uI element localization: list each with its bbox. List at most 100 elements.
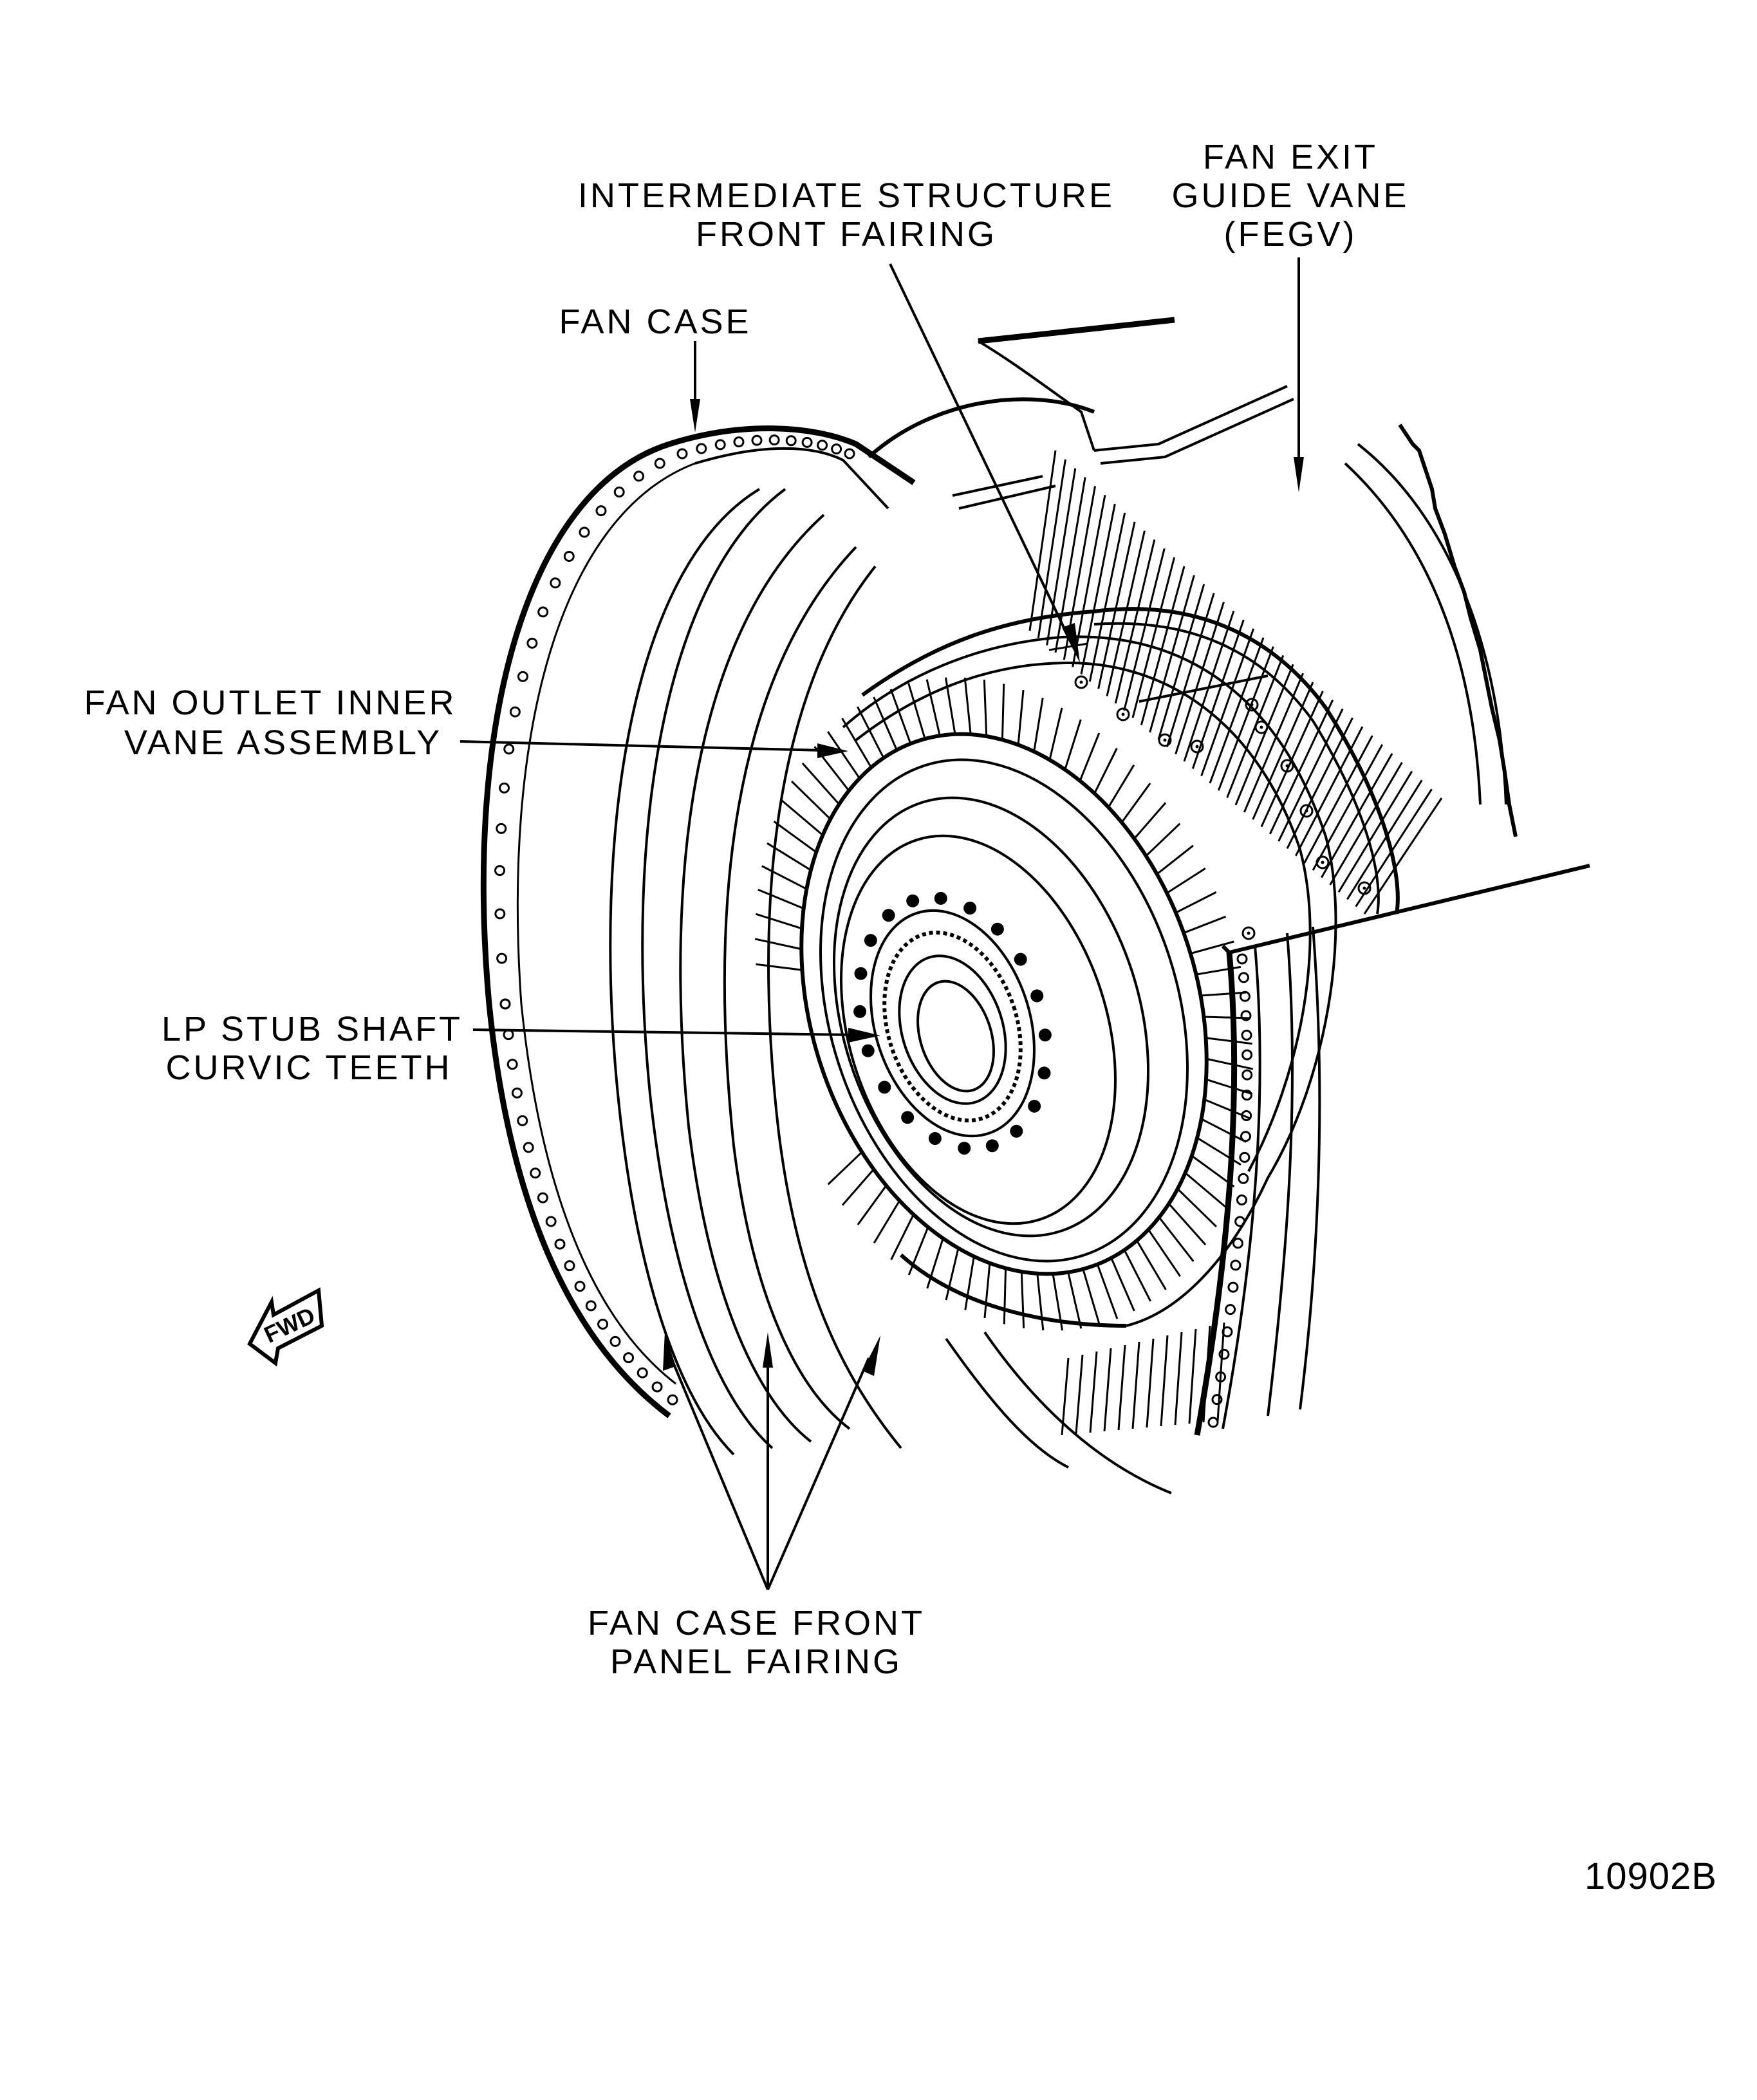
fairing-bolt — [1158, 733, 1172, 747]
bolt-hole — [801, 436, 813, 448]
inner-vane — [1166, 868, 1206, 894]
bolt-hole — [1232, 1238, 1243, 1249]
forward-arrow-icon: FWD — [247, 1287, 324, 1367]
fegv-vane — [1303, 735, 1373, 864]
fairing-bolt — [1190, 739, 1204, 754]
curvic-bolt — [1028, 1099, 1041, 1113]
bolt-hole — [517, 1115, 528, 1126]
fegv-outer-serrated-edge — [1398, 423, 1518, 837]
fairing-bolt-center — [1321, 860, 1325, 864]
curvic-bolt — [1030, 989, 1044, 1003]
bolt-hole — [637, 1367, 648, 1379]
bolt-hole — [537, 606, 549, 618]
bolt-hole — [714, 439, 726, 451]
bolt-hole — [1239, 1151, 1250, 1163]
fegv-vane — [1252, 682, 1314, 820]
lower-vane — [1117, 1344, 1126, 1431]
engine-illustration — [480, 317, 1590, 1494]
bolt-hole — [768, 434, 780, 446]
inner-vane — [827, 1151, 863, 1185]
bolt-hole — [1238, 1173, 1249, 1184]
inner-vane — [1001, 683, 1005, 740]
bolt-hole — [1225, 1304, 1236, 1315]
fegv-vane — [1063, 486, 1097, 660]
fairing-bolt-center — [1362, 886, 1366, 890]
inner-vane — [983, 1263, 991, 1319]
callout-fan-exit-guide-vane: FAN EXIT GUIDE VANE (FEGV) — [1171, 138, 1406, 254]
bolt-hole — [511, 1087, 523, 1099]
fegv-label-line1: FAN EXIT — [1203, 138, 1378, 176]
bolt-hole — [564, 1260, 575, 1272]
fegv-vane — [1114, 539, 1156, 704]
fairing-bolt-center — [1121, 712, 1125, 716]
fairing-bolt — [1357, 881, 1371, 895]
fegv-vane — [1097, 521, 1136, 689]
fegv-vane — [1234, 664, 1294, 806]
inner-vane — [1158, 1216, 1195, 1262]
lpss-label-line1: LP STUB SHAFT — [162, 1010, 463, 1048]
fegv-vane — [1054, 477, 1086, 653]
isff-label-line2: FRONT FAIRING — [696, 215, 997, 254]
bolt-hole — [633, 470, 645, 482]
leader-intermediate-structure — [889, 263, 1080, 663]
bolt-hole — [499, 782, 510, 794]
leader-fan-case — [690, 341, 700, 432]
fegv-vane — [1321, 753, 1393, 878]
inner-vane — [1175, 891, 1217, 914]
fairing-bolt — [1116, 707, 1130, 721]
intermediate-fairing-outer-edge — [1093, 607, 1400, 915]
bolt-hole — [651, 1381, 663, 1393]
fairing-bolt — [1299, 804, 1314, 818]
bolt-hole — [1241, 1110, 1252, 1122]
inner-vane — [1176, 1188, 1218, 1228]
callout-lp-stub-shaft-curvic-teeth: LP STUB SHAFT CURVIC TEETH — [162, 1010, 463, 1087]
bolt-hole — [595, 505, 607, 517]
lower-vane — [1216, 1322, 1225, 1422]
curvic-bolt — [1010, 1124, 1023, 1138]
inner-vane — [1190, 940, 1234, 955]
lower-vane — [1202, 1325, 1211, 1423]
bolt-hole — [613, 487, 625, 498]
foiva-label-line2: VANE ASSEMBLY — [124, 723, 442, 762]
bolt-hole — [509, 706, 521, 718]
bolt-hole — [817, 440, 828, 451]
fegv-label-line3: (FEGV) — [1224, 215, 1357, 254]
fairing-bolt — [1241, 926, 1256, 940]
fan-case-flange-outer — [480, 441, 671, 1418]
fan-case-flange-inner — [516, 462, 696, 1385]
fegv-vane — [1337, 770, 1413, 893]
inner-vane — [889, 689, 912, 744]
callout-fan-case-front-panel-fairing: FAN CASE FRONT PANEL FAIRING — [588, 1604, 922, 1681]
inner-vane — [890, 1214, 915, 1261]
flange-bolt-holes-left — [494, 434, 855, 1406]
bolt-hole — [530, 1167, 541, 1179]
bolt-hole — [545, 1216, 557, 1227]
fegv-vane — [1363, 797, 1443, 915]
lower-vane — [1160, 1335, 1169, 1427]
curvic-bolt — [906, 894, 920, 907]
fegv-vane — [1175, 601, 1225, 755]
curvic-bolt — [958, 1142, 971, 1155]
bolt-hole — [494, 865, 506, 877]
callout-fan-outlet-inner-vane-assembly: FAN OUTLET INNER VANE ASSEMBLY — [84, 683, 454, 762]
inner-vane — [767, 842, 812, 871]
curvic-bolt — [861, 1044, 875, 1057]
curvic-bolt — [853, 1005, 867, 1018]
fegv-vane — [1312, 744, 1384, 871]
fegv-vane — [1106, 530, 1146, 696]
inner-vane — [944, 677, 956, 735]
bolt-hole — [1234, 1216, 1246, 1227]
fegv-vane — [1080, 503, 1116, 674]
inner-vane — [1067, 1272, 1083, 1329]
bolt-hole — [667, 1394, 678, 1406]
curvic-bolt — [882, 909, 895, 922]
bolt-hole — [1227, 1281, 1239, 1293]
curvic-bolt — [878, 1081, 891, 1094]
fairing-bolt — [1245, 698, 1259, 712]
inner-vane — [857, 1185, 888, 1225]
bolt-hole — [585, 1300, 597, 1312]
inner-vane — [841, 1168, 875, 1206]
fcfpf-label-line2: PANEL FAIRING — [610, 1642, 902, 1681]
fegv-vane — [1355, 788, 1433, 907]
bolt-hole — [676, 448, 688, 460]
